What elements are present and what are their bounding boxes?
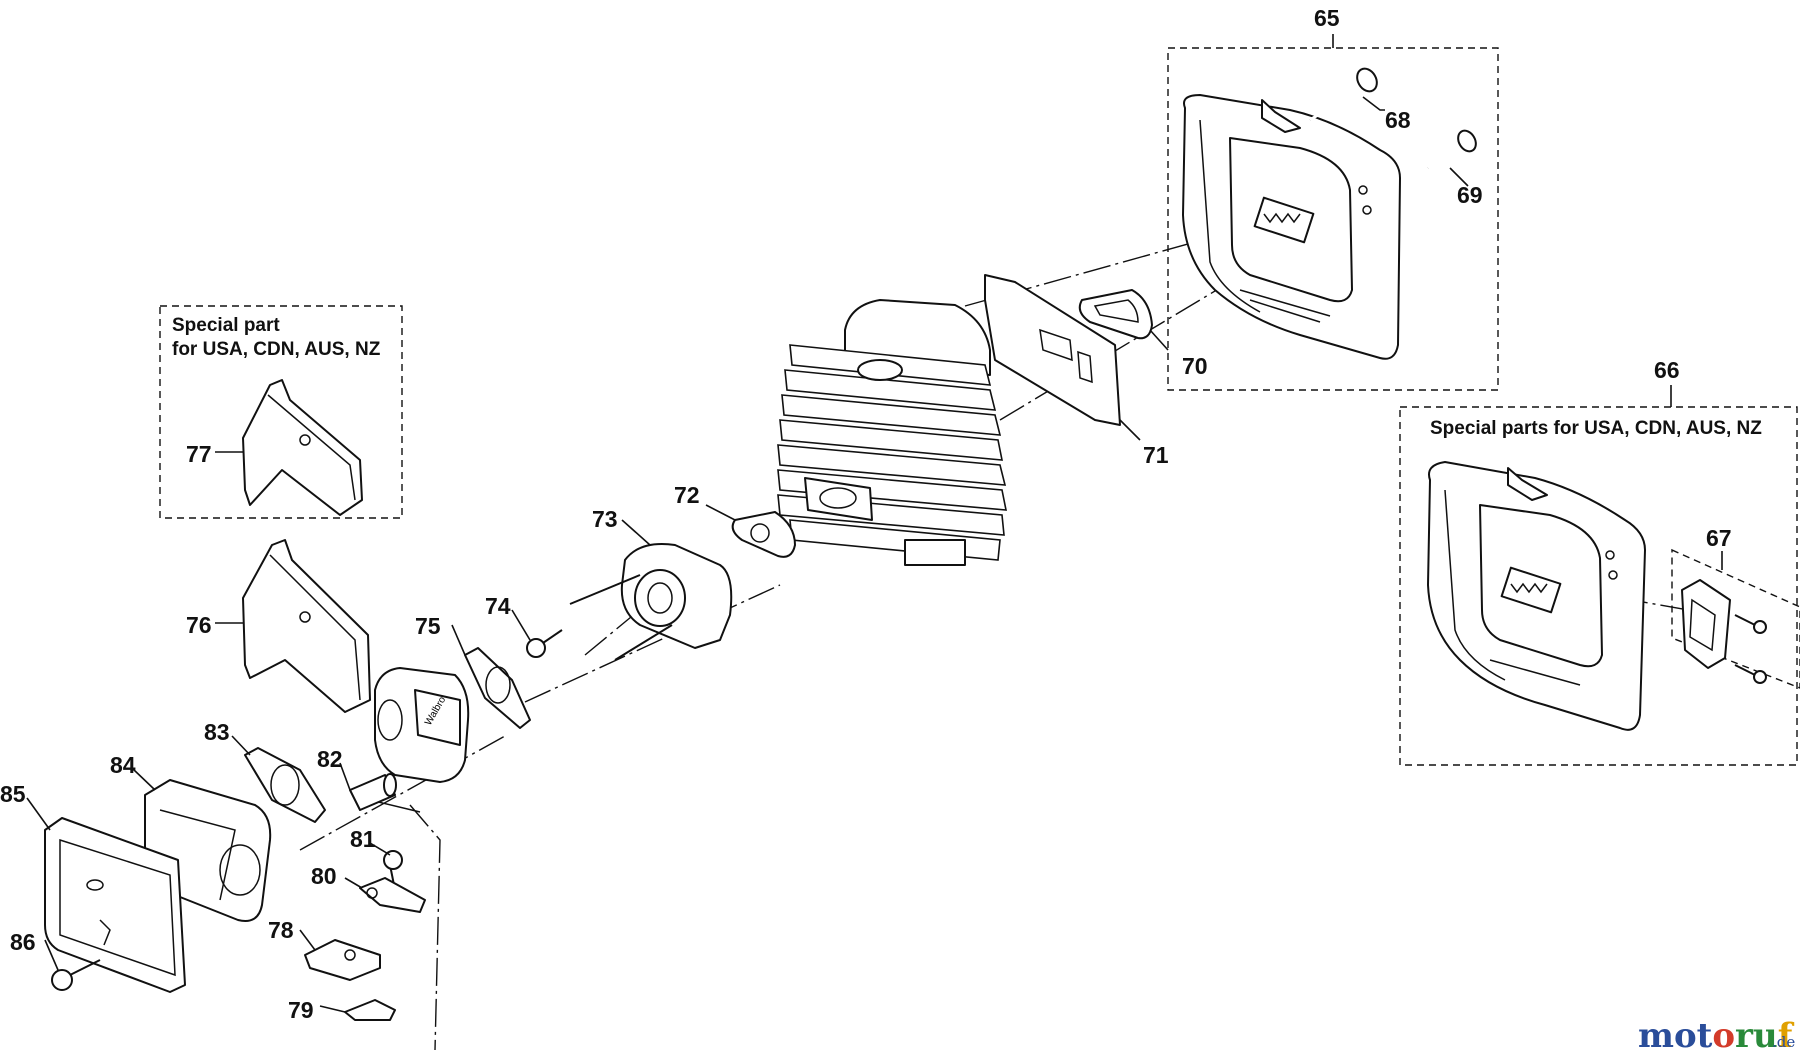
label-86: 86 — [10, 929, 36, 955]
intake-bracket-77 — [242, 379, 363, 516]
bolt-68 — [1309, 67, 1378, 122]
label-81: 81 — [350, 826, 376, 852]
cylinder — [777, 299, 1007, 566]
assembly-axis-bracket — [409, 804, 441, 1051]
box-77-title-line1: Special part — [172, 315, 280, 336]
screw-81 — [383, 850, 403, 891]
screw-74 — [526, 629, 563, 658]
label-75: 75 — [415, 613, 441, 639]
muffler-66 — [1427, 461, 1646, 731]
label-69: 69 — [1457, 182, 1483, 208]
filter-cover-85 — [44, 817, 186, 993]
assembly-axis-filter — [299, 735, 506, 851]
motoruf-logo: motoruf .de — [1638, 1016, 1795, 1056]
gasket-72 — [731, 511, 796, 558]
lever-80 — [359, 877, 426, 913]
carburetor: Walbro — [368, 667, 470, 813]
label-84: 84 — [110, 752, 136, 778]
gasket-70 — [1078, 289, 1153, 340]
box-77 — [159, 305, 403, 519]
label-68: 68 — [1385, 107, 1411, 133]
box-66 — [1399, 406, 1798, 766]
screw-86 — [51, 959, 101, 991]
spring-79 — [344, 999, 396, 1021]
box-67 — [1671, 548, 1800, 689]
label-70: 70 — [1182, 353, 1208, 379]
leader-lines — [26, 34, 1723, 1013]
label-79: 79 — [288, 997, 314, 1023]
intake-flange-73 — [569, 543, 733, 661]
label-78: 78 — [268, 917, 294, 943]
assembly-axis-lower — [524, 584, 781, 703]
label-77: 77 — [186, 441, 212, 467]
gasket-75 — [464, 647, 531, 729]
bolt-69 — [1427, 129, 1477, 170]
label-71: 71 — [1143, 442, 1169, 468]
box-77-title-line2: for USA, CDN, AUS, NZ — [172, 339, 381, 360]
gasket-83 — [244, 747, 326, 823]
spark-screen-67 — [1681, 579, 1767, 684]
label-67: 67 — [1706, 525, 1732, 551]
label-80: 80 — [311, 863, 337, 889]
label-65: 65 — [1314, 5, 1340, 31]
svg-text:motoruf: motoruf — [1638, 1016, 1795, 1056]
plate-71 — [984, 274, 1121, 426]
label-76: 76 — [186, 612, 212, 638]
muffler-65 — [1182, 94, 1401, 360]
label-66: 66 — [1654, 357, 1680, 383]
intake-bracket-76 — [242, 539, 371, 713]
label-72: 72 — [674, 482, 700, 508]
box-66-title: Special parts for USA, CDN, AUS, NZ — [1430, 418, 1762, 439]
lever-78 — [304, 939, 381, 981]
label-82: 82 — [317, 746, 343, 772]
label-85: 85 — [0, 781, 26, 807]
svg-text:.de: .de — [1772, 1033, 1795, 1051]
label-83: 83 — [204, 719, 230, 745]
sleeve-82 — [349, 773, 397, 811]
label-73: 73 — [592, 506, 618, 532]
label-74: 74 — [485, 593, 511, 619]
